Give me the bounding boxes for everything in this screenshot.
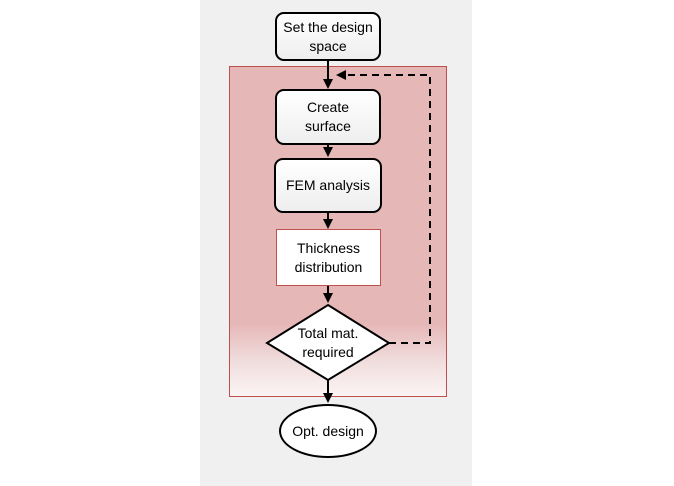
step-set-design-space: Set the design space [275,12,381,61]
step-thickness-distribution-label: Thickness distribution [294,239,363,275]
step-thickness-distribution: Thickness distribution [276,229,381,286]
decision-diamond-shape [265,303,391,382]
decision-total-mat-required: Total mat. required [285,320,371,366]
step-fem-analysis-label: FEM analysis [285,177,371,194]
step-create-surface: Create surface [275,89,381,145]
step-fem-analysis: FEM analysis [274,158,382,213]
step-set-design-space-label: Set the design space [283,18,373,54]
terminal-opt-design: Opt. design [279,404,377,458]
feedback-loop-dashed-arrow [336,70,431,344]
step-create-surface-label: Create surface [305,99,351,134]
decision-total-mat-required-label: Total mat. required [297,325,359,360]
terminal-opt-design-label: Opt. design [292,422,364,439]
